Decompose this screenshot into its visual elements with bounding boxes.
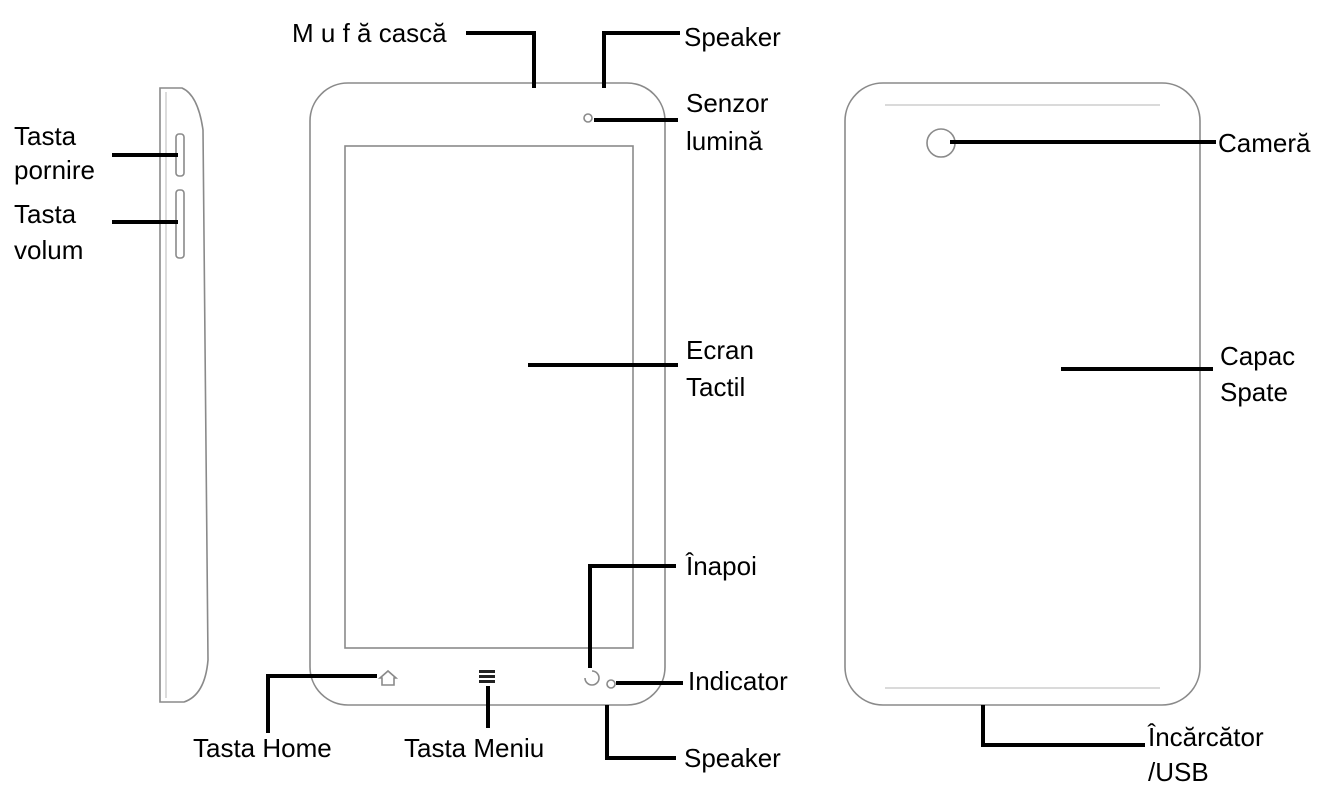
label-charger-line2: /USB	[1148, 757, 1209, 787]
label-volume-key-line2: volum	[14, 235, 83, 265]
label-speaker-bottom: Speaker	[684, 743, 781, 773]
indicator-light	[606, 679, 616, 689]
leader-speaker-bottom	[605, 705, 676, 760]
label-speaker-top: Speaker	[684, 22, 781, 52]
label-camera: Cameră	[1218, 128, 1311, 158]
label-back: Înapoi	[685, 551, 757, 581]
tablet-front-view	[309, 82, 666, 706]
label-indicator: Indicator	[688, 666, 788, 696]
label-touch-screen-line2: Tactil	[686, 372, 745, 402]
touch-screen-area	[344, 145, 634, 649]
leader-headphone-jack	[466, 31, 536, 88]
label-light-sensor-line1: Senzor	[686, 88, 769, 118]
leader-charger	[981, 705, 1145, 747]
label-light-sensor-line2: lumină	[686, 126, 763, 156]
label-back-cover-line1: Capac	[1220, 341, 1295, 371]
labels: M u f ă cască Speaker Senzor lumină Tast…	[14, 18, 1311, 787]
back-icon	[584, 670, 600, 686]
leader-back	[588, 564, 676, 668]
label-charger-line1: Încărcător	[1147, 722, 1264, 752]
label-menu-key: Tasta Meniu	[404, 733, 544, 763]
tablet-back-view	[844, 82, 1201, 706]
leader-lines	[112, 31, 1216, 760]
leader-speaker-top	[602, 31, 680, 88]
label-touch-screen-line1: Ecran	[686, 335, 754, 365]
label-back-cover-line2: Spate	[1220, 377, 1288, 407]
label-power-key-line1: Tasta	[14, 121, 77, 151]
label-home-key: Tasta Home	[193, 733, 332, 763]
label-headphone-jack: M u f ă cască	[292, 18, 447, 48]
home-icon	[377, 669, 399, 686]
leader-home-key	[266, 674, 377, 733]
label-volume-key-line1: Tasta	[14, 199, 77, 229]
light-sensor	[583, 113, 593, 123]
label-power-key-line2: pornire	[14, 155, 95, 185]
tablet-side-view	[159, 87, 209, 703]
menu-icon	[479, 670, 495, 683]
